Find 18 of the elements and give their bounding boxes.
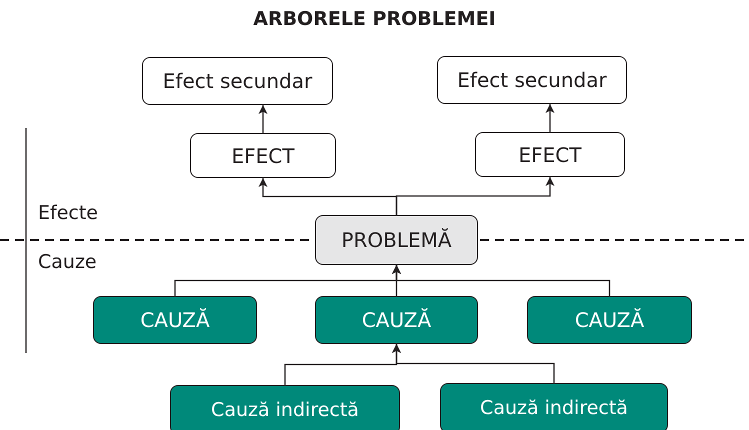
arrow bbox=[392, 344, 555, 383]
effect-box: Efect secundar bbox=[142, 57, 333, 105]
cause-box: Cauză indirectă bbox=[170, 385, 400, 430]
cause-box: CAUZĂ bbox=[527, 296, 692, 344]
effect-box: Efect secundar bbox=[437, 56, 627, 104]
arrow bbox=[546, 104, 554, 132]
cause-box: CAUZĂ bbox=[315, 296, 478, 344]
diagram-title: ARBORELE PROBLEMEI bbox=[252, 8, 497, 30]
section-label: Cauze bbox=[38, 251, 97, 273]
cause-box: CAUZĂ bbox=[93, 296, 257, 344]
problem-box: PROBLEMĂ bbox=[315, 215, 478, 265]
section-label: Efecte bbox=[38, 202, 98, 224]
arrow bbox=[392, 265, 610, 296]
arrow bbox=[258, 105, 268, 133]
arrow bbox=[396, 177, 554, 215]
effect-box: EFECT bbox=[475, 132, 625, 177]
effect-box: EFECT bbox=[190, 133, 336, 178]
cause-box: Cauză indirectă bbox=[440, 383, 668, 430]
